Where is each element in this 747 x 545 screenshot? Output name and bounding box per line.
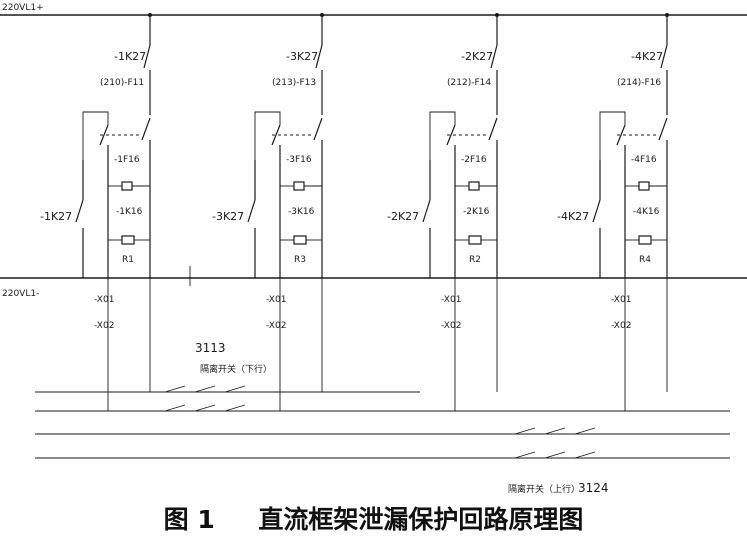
coil-label: -1K16 <box>116 207 143 217</box>
coil-box <box>468 181 480 191</box>
relay-contact <box>143 44 151 69</box>
caption-title: 直流框架泄漏保护回路原理图 <box>258 505 584 534</box>
left-contact-block <box>164 385 246 412</box>
side-relay-label: -2K27 <box>387 210 419 223</box>
loop-line <box>254 111 281 160</box>
resistor-box <box>468 235 482 245</box>
coil-box <box>121 181 133 191</box>
loop-line <box>82 111 109 160</box>
terminal-label: -X02 <box>611 321 631 331</box>
terminal-label: -X02 <box>441 321 461 331</box>
terminal-label: -X02 <box>266 321 286 331</box>
coil-box <box>293 181 305 191</box>
loop-line <box>599 111 626 160</box>
terminal-label: -X02 <box>94 321 114 331</box>
switch-label: -4F16 <box>631 155 657 165</box>
side-relay-label: -3K27 <box>212 210 244 223</box>
terminal-label: -X01 <box>611 295 631 305</box>
loop-line <box>429 111 456 160</box>
resistor-box <box>293 235 307 245</box>
relay-label: -2K27 <box>461 50 493 63</box>
fuse-label: (214)-F16 <box>617 78 661 88</box>
coil-label: -3K16 <box>288 207 315 217</box>
side-contact <box>75 199 84 223</box>
bus-top-label: 220VL1+ <box>2 3 44 13</box>
resistor-label: R1 <box>122 255 134 265</box>
switch-blade <box>99 124 109 146</box>
resistor-label: R3 <box>294 255 306 265</box>
bus-mid-label: 220VL1- <box>2 289 39 299</box>
fuse-label: (212)-F14 <box>447 78 491 88</box>
terminal-label: -X01 <box>441 295 461 305</box>
coil-box <box>638 181 650 191</box>
side-contact <box>592 199 601 223</box>
relay-label: -4K27 <box>631 50 663 63</box>
relay-contact <box>490 44 498 69</box>
side-relay-label: -4K27 <box>557 210 589 223</box>
junction-dot <box>665 13 669 17</box>
junction-dot <box>495 13 499 17</box>
resistor-box <box>121 235 135 245</box>
switch-blade <box>658 117 668 141</box>
coil-label: -2K16 <box>463 207 490 217</box>
fuse-label: (210)-F11 <box>100 78 144 88</box>
terminal-label: -X01 <box>266 295 286 305</box>
side-contact <box>422 199 431 223</box>
terminal-label: -X01 <box>94 295 114 305</box>
relay-label: -3K27 <box>286 50 318 63</box>
junction-dot <box>320 13 324 17</box>
fuse-label: (213)-F13 <box>272 78 316 88</box>
right-switch-number: 3124 <box>578 481 609 495</box>
switch-blade <box>616 124 626 146</box>
caption-fig-number: 图 1 <box>163 505 215 534</box>
side-contact <box>247 199 256 223</box>
switch-label: -2F16 <box>461 155 487 165</box>
switch-label: -1F16 <box>114 155 140 165</box>
junction-dot <box>148 13 152 17</box>
right-contact-block <box>514 427 596 459</box>
switch-blade <box>141 117 151 141</box>
switch-blade <box>313 117 323 141</box>
relay-contact <box>660 44 668 69</box>
side-relay-label: -1K27 <box>40 210 72 223</box>
figure-caption: 图 1 直流框架泄漏保护回路原理图 <box>0 500 747 536</box>
resistor-label: R2 <box>469 255 481 265</box>
switch-blade <box>488 117 498 141</box>
switch-label: -3F16 <box>286 155 312 165</box>
switch-blade <box>271 124 281 146</box>
left-switch-label: 隔离开关（下行） <box>200 363 272 375</box>
switch-blade <box>446 124 456 146</box>
resistor-box <box>638 235 652 245</box>
resistor-label: R4 <box>639 255 651 265</box>
coil-label: -4K16 <box>633 207 660 217</box>
left-switch-number: 3113 <box>195 341 226 355</box>
relay-label: -1K27 <box>114 50 146 63</box>
right-switch-label: 隔离开关（上行） <box>508 483 580 495</box>
relay-contact <box>315 44 323 69</box>
